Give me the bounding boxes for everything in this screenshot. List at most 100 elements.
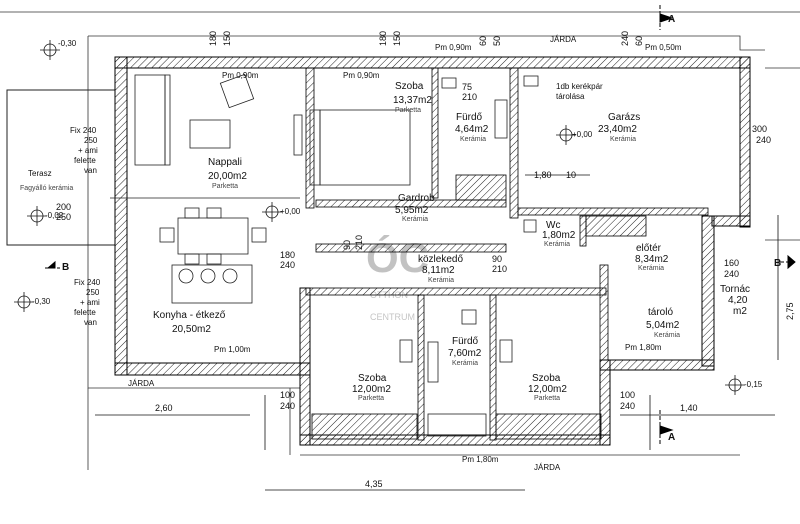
gardrob-material: Kerámia [402, 216, 428, 223]
parapet-1: Pm 0,90m [222, 71, 259, 80]
dim-210-a: 210 [462, 92, 477, 102]
furdo2-area: 7,60m2 [448, 348, 482, 359]
window2-a: Fix 240 [74, 278, 101, 287]
dim-210-c: 210 [492, 264, 507, 274]
section-marks [45, 5, 796, 445]
dim-260-a: 2,60 [155, 403, 173, 413]
dim-50-a: 50 [492, 36, 502, 46]
window1-c: + ami [78, 146, 98, 155]
kozlekedo-area: 8,11m2 [422, 265, 455, 276]
dim-10-a: 10 [566, 170, 576, 180]
szoba3-material: Parketta [534, 395, 560, 402]
window1-d: felette [74, 156, 96, 165]
garazs-note-1: 1db kerékpár [556, 82, 603, 91]
eloter-material: Kerámia [638, 265, 664, 272]
kozlekedo-material: Kerámia [428, 277, 454, 284]
szoba1-area: 13,37m2 [393, 95, 432, 106]
dim-90-a: 90 [342, 240, 352, 250]
parapet-2: Pm 0,90m [343, 71, 380, 80]
dim-90-b: 90 [492, 254, 502, 264]
tarolo-material: Kerámia [654, 332, 680, 339]
watermark-logo: ÓC [366, 233, 429, 281]
dim-180-c: 180 [280, 250, 295, 260]
furdo1-area: 4,64m2 [455, 124, 489, 135]
furdo2-name: Fürdő [452, 336, 479, 347]
dim-240-a: 240 [620, 31, 630, 46]
szoba2-area: 12,00m2 [352, 384, 391, 395]
szoba3-area: 12,00m2 [528, 384, 567, 395]
terrace-material: Fagyálló kerámia [20, 185, 73, 192]
dim-250-a: 250 [56, 212, 71, 222]
furdo2-material: Kerámia [452, 360, 478, 367]
jarda-top: JÁRDA [550, 35, 577, 44]
dim-180-b: 180 [378, 31, 388, 46]
szoba1-material: Parketta [395, 107, 421, 114]
konyha-area: 20,50m2 [172, 324, 211, 335]
watermark: ÓC OTTHON CENTRUM [366, 233, 429, 322]
tornac-area-2: m2 [733, 306, 747, 317]
level-3: +0,00 [280, 207, 301, 216]
szoba1-name: Szoba [395, 81, 424, 92]
parapet-6: Pm 1,80m [625, 343, 662, 352]
nappali-material: Parketta [212, 183, 238, 190]
terrace-name: Terasz [28, 169, 52, 178]
level-4: -0,30 [32, 297, 51, 306]
dim-240-e: 240 [280, 401, 295, 411]
konyha-name: Konyha - étkező [153, 310, 226, 321]
dim-240-c: 240 [756, 135, 771, 145]
garazs-area: 23,40m2 [598, 124, 637, 135]
dim-435-a: 4,35 [365, 479, 383, 489]
garazs-material: Kerámia [610, 136, 636, 143]
nappali-name: Nappali [208, 157, 242, 168]
wc-area: 1,80m2 [542, 230, 576, 241]
dim-100-a: 100 [280, 390, 295, 400]
tornac-area-1: 4,20 [728, 295, 748, 306]
tarolo-area: 5,04m2 [646, 320, 680, 331]
szoba2-material: Parketta [358, 395, 384, 402]
dim-275-a: 2,75 [785, 302, 795, 320]
window1-b: 250 [84, 136, 98, 145]
section-b-left: B [62, 262, 69, 273]
level-5: +0,00 [572, 130, 593, 139]
szoba2-name: Szoba [358, 373, 387, 384]
jarda-left: JÁRDA [128, 379, 155, 388]
window2-d: felette [74, 308, 96, 317]
parapet-7: Pm 1,80m [462, 455, 499, 464]
dim-150-a: 150 [222, 31, 232, 46]
tarolo-name: tároló [648, 307, 673, 318]
dim-160-a: 160 [724, 258, 739, 268]
dim-100-b: 100 [620, 390, 635, 400]
wc-material: Kerámia [544, 241, 570, 248]
parapet-4: Pm 0,50m [645, 43, 682, 52]
nappali-area: 20,00m2 [208, 171, 247, 182]
window2-b: 250 [86, 288, 100, 297]
jarda-bottom: JÁRDA [534, 463, 561, 472]
dim-240-b: 240 [280, 260, 295, 270]
dim-300-a: 300 [752, 124, 767, 134]
dim-240-d: 240 [724, 269, 739, 279]
eloter-area: 8,34m2 [635, 254, 669, 265]
furniture [110, 73, 539, 437]
window2-c: + ami [80, 298, 100, 307]
level-2: -0,02 [45, 211, 64, 220]
dim-60-b: 60 [478, 36, 488, 46]
dim-240-f: 240 [620, 401, 635, 411]
parapet-3: Pm 0,90m [435, 43, 472, 52]
level-markers [14, 40, 745, 395]
dimension-texts: 180 150 180 150 240 60 60 50 200 250 75 … [56, 31, 795, 489]
site-lines [0, 11, 800, 470]
section-a-bottom: A [668, 432, 675, 443]
wc-name: Wc [546, 220, 560, 231]
watermark-line2: CENTRUM [370, 312, 415, 322]
window2-e: van [84, 318, 97, 327]
kozlekedo-name: közlekedő [418, 254, 463, 265]
dimension-lines [95, 174, 779, 491]
garazs-note-2: tárolása [556, 92, 585, 101]
dim-210-b: 210 [354, 235, 364, 250]
tornac-name: Tornác [720, 284, 750, 295]
dim-180-a: 180 [208, 31, 218, 46]
eloter-name: előtér [636, 243, 662, 254]
garazs-name: Garázs [608, 112, 640, 123]
